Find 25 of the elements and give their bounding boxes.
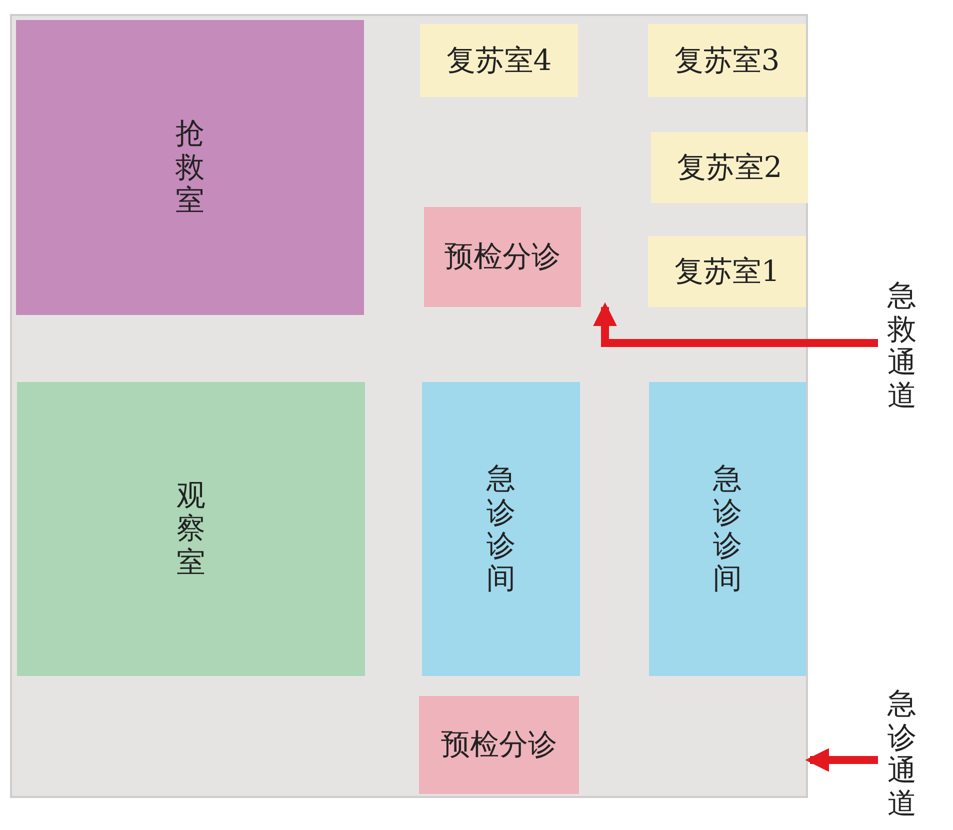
room-block: [648, 24, 806, 97]
room-label: 复苏室4: [446, 44, 552, 78]
room-block: [648, 236, 806, 307]
entrance-label: 急救通道: [888, 279, 916, 413]
room-label: 急诊诊间: [486, 462, 516, 596]
room-label: 复苏室1: [674, 254, 780, 288]
room-label: 抢救室: [176, 117, 204, 218]
room-label: 急诊诊间: [713, 462, 742, 596]
room-block: [424, 207, 581, 307]
room-block: [422, 382, 580, 676]
room-block: [419, 696, 579, 794]
room-block: [651, 132, 808, 203]
room-block: [420, 24, 578, 97]
room-label: 复苏室3: [674, 44, 780, 78]
arrow: [593, 302, 878, 347]
arrow: [805, 748, 878, 772]
room-block: [649, 382, 806, 676]
entrance-label: 急诊通道: [888, 687, 916, 821]
room-block: [16, 20, 364, 315]
room-label: 观察室: [176, 478, 206, 580]
room-label: 预检分诊: [444, 240, 560, 274]
room-label: 复苏室2: [676, 150, 782, 184]
room-label: 预检分诊: [441, 728, 557, 762]
floor-area: [10, 14, 808, 798]
room-block: [17, 382, 365, 676]
